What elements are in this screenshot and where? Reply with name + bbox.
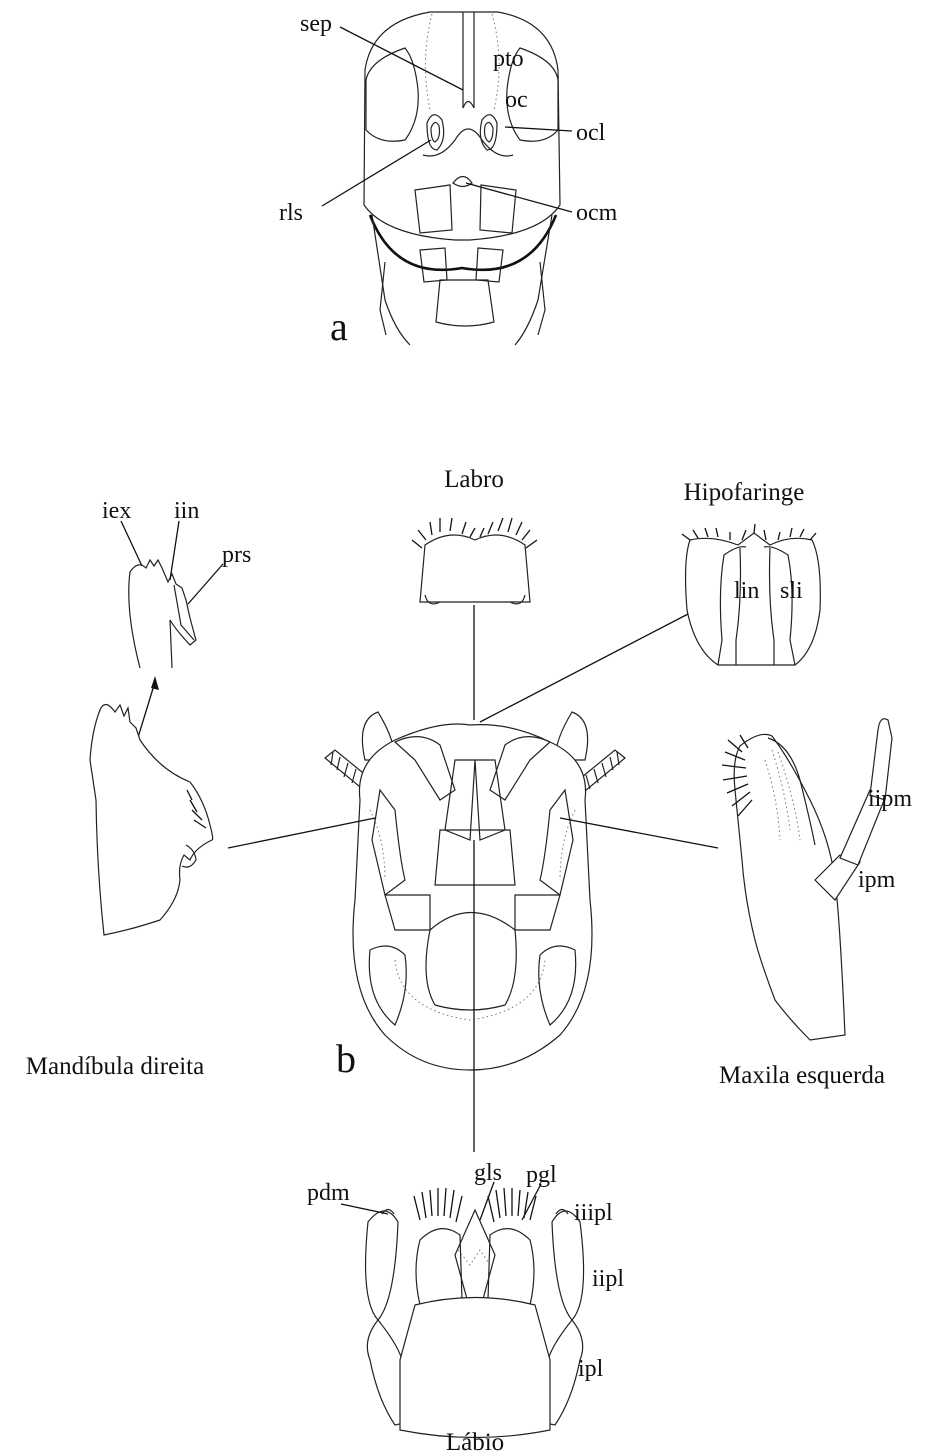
- labio-leaders: [341, 1182, 541, 1220]
- central-head-drawing: [325, 712, 625, 1070]
- caption-labio: Lábio: [446, 1429, 504, 1456]
- caption-maxila: Maxila esquerda: [719, 1062, 885, 1089]
- label-iin: iin: [174, 498, 199, 524]
- label-iiipl: iiipl: [574, 1200, 613, 1226]
- label-iipl: iipl: [592, 1266, 624, 1292]
- label-pdm: pdm: [307, 1180, 350, 1206]
- label-ipm: ipm: [858, 867, 896, 893]
- caption-labro: Labro: [444, 466, 504, 493]
- label-lin: lin: [734, 578, 759, 604]
- mandible-detail-drawing: [129, 560, 196, 668]
- label-ocm: ocm: [576, 200, 618, 226]
- label-prs: prs: [222, 542, 251, 568]
- label-oc: oc: [505, 87, 528, 113]
- label-pgl: pgl: [526, 1162, 557, 1188]
- labro-drawing: [412, 518, 537, 604]
- caption-mandibula: Mandíbula direita: [26, 1053, 204, 1080]
- label-sep: sep: [300, 11, 332, 37]
- label-pto: pto: [493, 46, 524, 72]
- panel-b-letter: b: [336, 1036, 356, 1081]
- label-rls: rls: [279, 200, 303, 226]
- label-iipm: iipm: [868, 786, 912, 812]
- label-gls: gls: [474, 1160, 502, 1186]
- label-iex: iex: [102, 498, 131, 524]
- label-ocl: ocl: [576, 120, 606, 146]
- mandibula-direita-drawing: [90, 704, 213, 935]
- label-ipl: ipl: [578, 1356, 604, 1382]
- labio-drawing: [366, 1188, 584, 1438]
- label-sli: sli: [780, 578, 803, 604]
- panel-a-letter: a: [330, 304, 348, 349]
- panel-a-head-drawing: [364, 12, 560, 345]
- caption-hipofaringe: Hipofaringe: [684, 479, 805, 506]
